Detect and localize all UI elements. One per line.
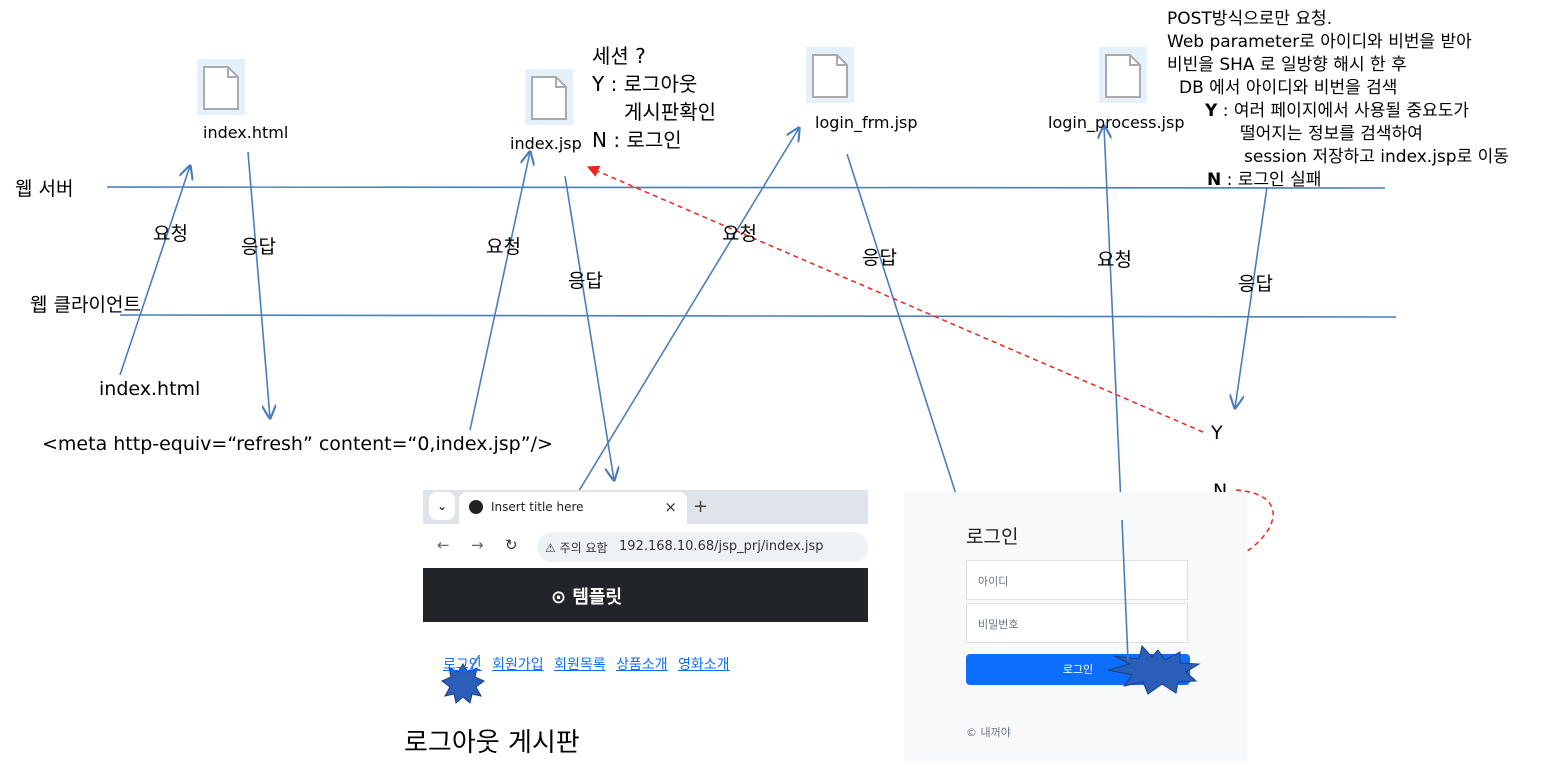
- server-line: [106, 186, 1386, 189]
- arrow-res-login-frm: [846, 153, 962, 513]
- process-note-line: DB 에서 아이디와 비번을 검색: [1179, 78, 1398, 98]
- session-note: 세션 ? Y : 로그아웃 게시판확인 N : 로그인: [592, 42, 716, 154]
- process-note-y-line: Y : 여러 페이지에서 사용될 중요도가: [1167, 100, 1509, 123]
- tab-search-button[interactable]: ⌄: [429, 492, 455, 520]
- result-y-label: Y: [1211, 422, 1223, 444]
- id-placeholder: 아이디: [978, 575, 1009, 588]
- favicon-icon: [469, 500, 483, 514]
- file-name-index-jsp: index.jsp: [510, 134, 582, 153]
- site-nav-links: 로그인 회원가입 회원목록 상품소개 영화소개: [443, 654, 730, 674]
- arrow-res-login-process: [1235, 186, 1268, 408]
- arrow-res-index-html: [247, 151, 270, 418]
- client-label: 웹 클라이언트: [30, 294, 141, 316]
- reload-icon[interactable]: ↻: [505, 536, 518, 554]
- nav-link-products[interactable]: 상품소개: [616, 657, 668, 673]
- request-label: 요청: [1097, 249, 1132, 271]
- file-icon: [197, 59, 245, 115]
- login-process-note: POST방식으로만 요청. Web parameter로 아이디와 비번을 받아…: [1167, 8, 1509, 192]
- nav-link-movies[interactable]: 영화소개: [678, 657, 730, 673]
- server-label: 웹 서버: [15, 178, 74, 200]
- response-label: 응답: [1238, 273, 1273, 295]
- process-note-line: 비빈을 SHA 로 일방향 해시 한 후: [1167, 55, 1407, 75]
- y-key: Y: [1205, 101, 1218, 121]
- id-input[interactable]: 아이디: [966, 560, 1188, 600]
- request-label: 요청: [153, 223, 188, 245]
- address-bar: ← → ↻ ⚠ 주의 요함 192.168.10.68/jsp_prj/inde…: [423, 524, 868, 568]
- process-note-line: Web parameter로 아이디와 비번을 받아: [1167, 32, 1472, 52]
- meta-refresh-code: <meta http-equiv=“refresh” content=“0,in…: [42, 433, 553, 455]
- nav-link-members[interactable]: 회원목록: [554, 657, 606, 673]
- session-note-line: N : 로그인: [592, 128, 682, 152]
- site-brand[interactable]: ⊙ 템플릿: [551, 587, 623, 608]
- tab-close-icon[interactable]: ×: [664, 498, 677, 516]
- response-label: 응답: [862, 247, 897, 269]
- url-text: 192.168.10.68/jsp_prj/index.jsp: [619, 539, 824, 554]
- tab-bar: ⌄ Insert title here × +: [423, 490, 868, 524]
- client-line: [119, 314, 1397, 318]
- y-text: : 여러 페이지에서 사용될 중요도가: [1222, 101, 1470, 121]
- browser-tab[interactable]: Insert title here ×: [459, 492, 687, 524]
- nav-link-login[interactable]: 로그인: [443, 657, 482, 673]
- n-key: N: [1207, 170, 1222, 190]
- request-label: 요청: [722, 223, 757, 245]
- process-note-line: session 저장하고 index.jsp로 이동: [1244, 147, 1509, 167]
- n-text: : 로그인 실패: [1226, 170, 1322, 190]
- copyright-footer: © 내꺼야: [966, 726, 1011, 739]
- file-name-index-html: index.html: [203, 123, 289, 142]
- back-arrow-icon[interactable]: ←: [437, 536, 450, 554]
- forward-arrow-icon[interactable]: →: [471, 536, 484, 554]
- browser-screenshot: ⌄ Insert title here × + ← → ↻ ⚠ 주의 요함 19…: [423, 490, 868, 655]
- logout-board-label: 로그아웃 게시판: [404, 728, 580, 758]
- file-name-login-frm: login_frm.jsp: [815, 113, 918, 132]
- login-button[interactable]: 로그인: [966, 654, 1190, 685]
- response-label: 응답: [568, 270, 603, 292]
- click-burst-icon: [441, 663, 485, 704]
- process-note-n-line: N : 로그인 실패: [1167, 169, 1509, 192]
- session-note-line: 세션 ?: [592, 44, 646, 68]
- arrow-res-index-jsp: [564, 175, 614, 480]
- file-name-login-process: login_process.jsp: [1048, 113, 1185, 132]
- response-label: 응답: [241, 236, 276, 258]
- request-label: 요청: [486, 236, 521, 258]
- file-icon: [525, 69, 573, 125]
- new-tab-button[interactable]: +: [693, 496, 709, 517]
- password-input[interactable]: 비밀번호: [966, 603, 1188, 643]
- session-note-line: 게시판확인: [624, 100, 716, 124]
- process-note-line: 떨어지는 정보를 검색하여: [1240, 124, 1423, 144]
- site-navbar: ⊙ 템플릿: [423, 568, 868, 622]
- password-placeholder: 비밀번호: [978, 618, 1019, 631]
- url-input[interactable]: ⚠ 주의 요함 192.168.10.68/jsp_prj/index.jsp: [537, 532, 868, 562]
- process-note-line: POST방식으로만 요청.: [1167, 9, 1333, 29]
- dashed-arrow-y-to-index: [586, 165, 1204, 433]
- nav-link-signup[interactable]: 회원가입: [492, 657, 544, 673]
- file-icon: [806, 47, 854, 103]
- tab-title: Insert title here: [491, 500, 584, 514]
- security-warning[interactable]: ⚠ 주의 요함: [545, 541, 608, 555]
- session-note-line: Y : 로그아웃: [592, 72, 698, 96]
- file-icon: [1099, 47, 1147, 103]
- client-index-html-label: index.html: [99, 378, 201, 400]
- login-form-screenshot: 로그인 아이디 비밀번호 로그인 © 내꺼야: [904, 492, 1247, 763]
- arrow-req-index-jsp: [469, 152, 530, 431]
- arrow-req-index-html: [119, 166, 190, 376]
- login-title: 로그인: [966, 526, 1019, 548]
